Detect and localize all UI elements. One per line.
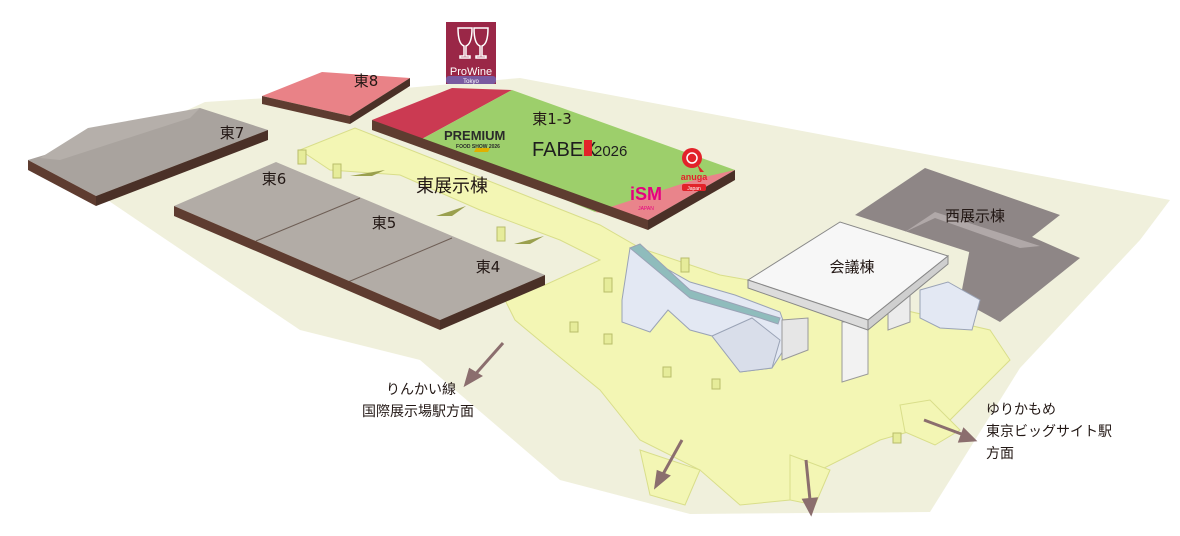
ism-logo: iSM JAPAN bbox=[630, 184, 662, 212]
premium-text: PREMIUM bbox=[444, 128, 505, 143]
prowine-city-text: Tokyo bbox=[463, 79, 479, 85]
rinkai-line-label: りんかい線 bbox=[386, 382, 456, 398]
hall-east6-label: 東6 bbox=[262, 170, 287, 188]
yurikamome-station-label: 東京ビッグサイト駅 bbox=[986, 424, 1112, 440]
hall-east8-label: 東8 bbox=[354, 72, 379, 90]
hall-east4-label: 東4 bbox=[476, 258, 501, 276]
arrow-south-1 bbox=[660, 439, 684, 477]
east-hall-label: 東展示棟 bbox=[416, 176, 488, 197]
prowine-logo: ProWine Tokyo bbox=[446, 22, 496, 85]
arrow-yurikamome bbox=[923, 418, 965, 437]
hall-east5-label: 東5 bbox=[372, 214, 397, 232]
ism-sub-text: JAPAN bbox=[638, 206, 654, 212]
hall-west-label: 西展示棟 bbox=[945, 207, 1005, 225]
yurikamome-line-label: ゆりかもめ bbox=[986, 402, 1056, 418]
anuga-logo: anuga Japan bbox=[681, 148, 708, 192]
hall-east7[interactable]: 東7 bbox=[28, 108, 268, 206]
fabex-logo: FABEX 2026 bbox=[532, 139, 627, 161]
arrow-rinkai bbox=[470, 342, 505, 379]
hall-east4-6[interactable]: 東6 東5 東4 bbox=[174, 162, 545, 330]
rinkai-station-label: 国際展示場駅方面 bbox=[362, 404, 474, 420]
pillars bbox=[297, 149, 902, 444]
hall-east7-label: 東7 bbox=[220, 124, 245, 142]
stair-marks bbox=[350, 170, 544, 244]
hall-west[interactable]: 西展示棟 bbox=[855, 168, 1080, 322]
anuga-text: anuga bbox=[681, 172, 708, 182]
hall-east1-3[interactable]: 東1-3 bbox=[372, 88, 735, 230]
connector-buildings bbox=[621, 243, 981, 373]
yurikamome-dir-label: 方面 bbox=[986, 446, 1014, 462]
hall-east1-3-label: 東1-3 bbox=[532, 110, 572, 128]
hall-east8[interactable]: 東8 bbox=[262, 72, 410, 124]
anuga-sub-text: Japan bbox=[687, 186, 701, 192]
conference-building[interactable]: 会議棟 bbox=[746, 221, 950, 383]
ism-text: iSM bbox=[630, 184, 662, 204]
conference-label: 会議棟 bbox=[829, 258, 874, 276]
fabex-year-text: 2026 bbox=[594, 143, 627, 160]
arrow-south-2 bbox=[804, 459, 812, 501]
direction-arrows bbox=[463, 342, 978, 517]
premium-food-show-logo: PREMIUM FOOD SHOW 2026 bbox=[444, 128, 505, 152]
premium-sub-text: FOOD SHOW 2026 bbox=[456, 144, 500, 150]
fabex-text: FABEX bbox=[532, 139, 596, 161]
prowine-text: ProWine bbox=[450, 66, 492, 78]
